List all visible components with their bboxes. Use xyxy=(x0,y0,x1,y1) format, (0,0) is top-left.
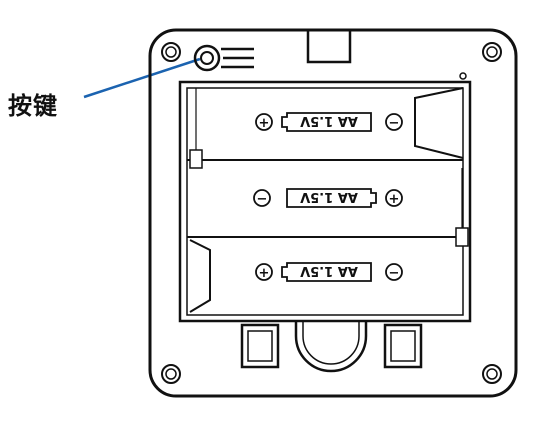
bottom-tab-right-inner xyxy=(390,330,416,362)
bottom-tab-right xyxy=(383,323,423,369)
bottom-tab-left-inner xyxy=(247,330,273,362)
battery-1: + AA 1.5V − xyxy=(255,112,403,132)
battery-3-label: AA 1.5V xyxy=(300,263,358,278)
button-callout-label: 按键 xyxy=(8,92,58,120)
screw-bottom-left xyxy=(161,364,181,384)
battery-1-label: AA 1.5V xyxy=(300,113,358,128)
battery-3: + AA 1.5V − xyxy=(255,262,403,282)
top-tab xyxy=(306,30,352,64)
plus-terminal-icon xyxy=(385,189,403,207)
battery-2-right-terminal: + xyxy=(389,192,400,207)
battery-2-label: AA 1.5V xyxy=(300,189,358,204)
bottom-arch-cutout xyxy=(294,321,368,373)
plus-terminal-icon xyxy=(255,113,273,131)
minus-terminal-icon xyxy=(385,263,403,281)
minus-terminal-icon xyxy=(385,113,403,131)
battery-tray-inner xyxy=(186,87,464,316)
top-right-marker xyxy=(459,72,467,80)
spring-contact-top xyxy=(414,87,464,159)
bottom-tab-left xyxy=(240,323,280,369)
battery-2-left-terminal: − xyxy=(257,192,268,207)
clip-left xyxy=(189,149,203,169)
spring-contact-bottom xyxy=(189,239,211,313)
callout-leader-line xyxy=(83,57,201,99)
minus-terminal-icon xyxy=(253,189,271,207)
screw-top-left xyxy=(161,42,181,62)
housing-outer xyxy=(148,28,518,398)
battery-2: − AA 1.5V + xyxy=(253,188,403,208)
battery-3-left-terminal: + xyxy=(259,266,270,281)
clip-right xyxy=(455,227,469,247)
screw-top-right xyxy=(482,42,502,62)
battery-1-left-terminal: + xyxy=(259,116,270,131)
reset-button xyxy=(193,44,254,72)
battery-tray xyxy=(178,80,472,323)
battery-1-right-terminal: − xyxy=(389,116,400,131)
battery-3-right-terminal: − xyxy=(389,266,400,281)
plus-terminal-icon xyxy=(255,263,273,281)
screw-bottom-right xyxy=(482,364,502,384)
